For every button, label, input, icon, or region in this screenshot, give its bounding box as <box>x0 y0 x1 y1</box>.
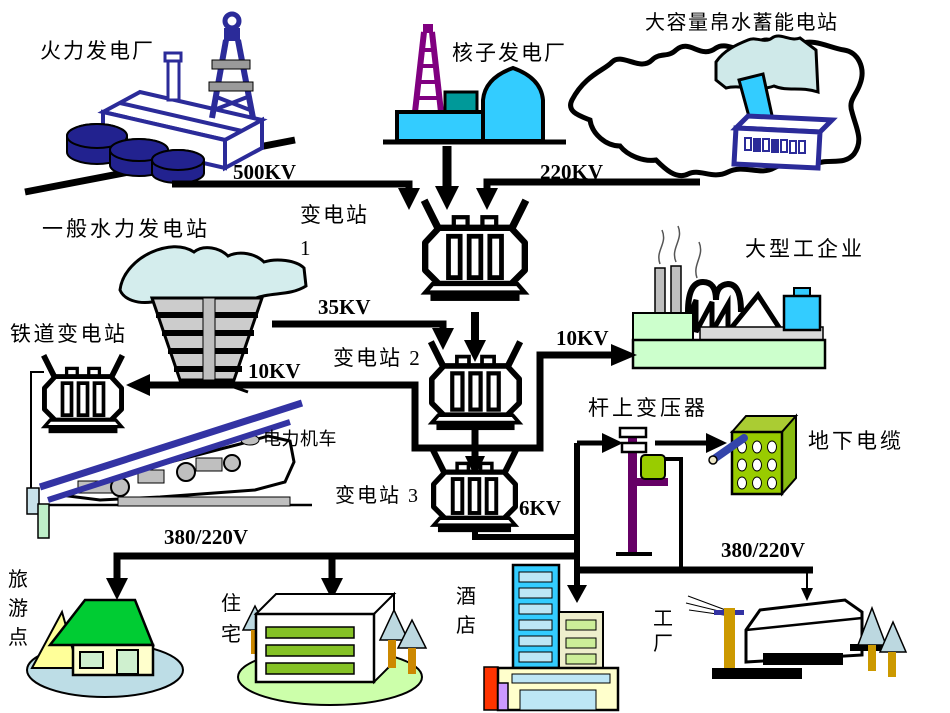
oil-tanks-icon <box>66 123 205 184</box>
insulator <box>618 426 648 439</box>
label-pole-transformer: 杆上变压器 <box>588 396 708 420</box>
label-residence: 住宅 <box>221 593 241 646</box>
label-500kv: 500KV <box>233 160 296 184</box>
label-locomotive: 电力机车 <box>263 429 337 449</box>
label-380v-left: 380/220V <box>164 525 248 549</box>
nuclear-plant-illustration <box>383 24 566 145</box>
roof-arches <box>685 278 744 313</box>
line-220kv <box>483 178 700 190</box>
label-industry: 大型工企业 <box>745 237 865 261</box>
factory-illustration <box>685 595 908 679</box>
power-lines <box>30 146 813 603</box>
label-substation-3: 变电站 3 <box>335 485 420 507</box>
label-220kv: 220KV <box>540 160 603 184</box>
insulator <box>620 441 648 454</box>
label-10kv-rail: 10KV <box>248 359 301 383</box>
transformer-can <box>640 454 666 480</box>
catenary-wire <box>47 419 291 503</box>
pole-transformer-illustration <box>616 426 668 556</box>
residence-illustration <box>237 591 428 706</box>
powerhouse-icon <box>730 113 838 171</box>
label-thermal-plant: 火力发电厂 <box>40 39 155 63</box>
catenary-wire <box>38 399 304 491</box>
factory-hall <box>744 598 864 664</box>
tourist-house-illustration <box>26 598 184 698</box>
industry-illustration <box>631 225 827 370</box>
derrick-tower-icon <box>208 11 256 119</box>
label-substation-1: 变电站 1 <box>300 203 369 260</box>
railway-locomotive-illustration <box>26 399 312 539</box>
label-hydro-plant: 一般水力发电站 <box>42 217 210 241</box>
label-tourist-spot: 旅游点 <box>8 569 28 649</box>
label-pumped-storage: 大容量帛水蓄能电站 <box>645 12 839 34</box>
label-railway-substation: 铁道变电站 <box>10 322 128 346</box>
smoke <box>658 225 702 279</box>
label-substation-2: 变电站 2 <box>333 346 422 370</box>
label-6kv: 6KV <box>519 496 561 520</box>
line-380v-left <box>113 552 577 580</box>
label-underground-cable: 地下电缆 <box>808 429 904 453</box>
label-hotel: 酒店 <box>456 586 476 637</box>
pole <box>724 608 735 670</box>
storage-tank <box>782 294 822 332</box>
pumped-storage-illustration <box>568 34 865 178</box>
factory-base <box>631 338 827 370</box>
reactor-dome <box>481 65 545 143</box>
line-railway-feed <box>30 371 44 505</box>
hotel-illustration <box>483 563 620 712</box>
label-nuclear-plant: 核子发电厂 <box>452 41 567 65</box>
thermal-plant-illustration <box>24 11 296 196</box>
lattice-tower-icon <box>412 24 444 113</box>
label-10kv-industry: 10KV <box>556 326 609 350</box>
label-35kv: 35KV <box>318 295 371 319</box>
hydro-dam-illustration <box>118 245 308 394</box>
line-pole-to-bus <box>664 457 683 567</box>
chimney <box>166 58 181 102</box>
underground-cable-illustration <box>708 413 799 497</box>
label-factory: 工厂 <box>653 608 673 655</box>
label-380v-right: 380/220V <box>721 538 805 562</box>
cable <box>710 434 748 463</box>
